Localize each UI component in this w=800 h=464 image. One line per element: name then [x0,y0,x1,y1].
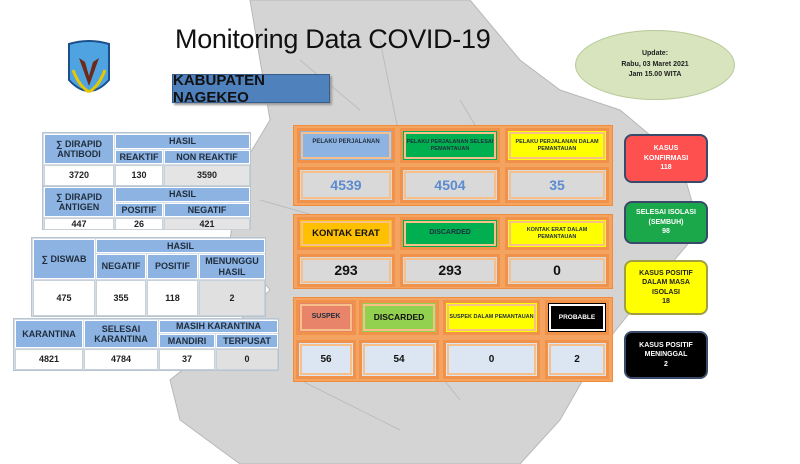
antigen-label: ∑ DIRAPID ANTIGEN [44,187,114,217]
antigen-hasil: HASIL [115,187,250,202]
swab-total: 475 [33,280,95,316]
swab-positif-header: POSITIF [147,254,198,279]
suspek-dalam-value: 0 [443,340,540,379]
antibodi-total: 3720 [44,165,114,186]
karantina-total: 4821 [15,349,83,370]
antibodi-nonreaktif: 3590 [164,165,250,186]
selesai-karantina-value: 4784 [84,349,158,370]
summary-meninggal-label: KASUS POSITIF MENINGGAL [639,341,693,359]
suspek-header: SUSPEK [296,300,356,335]
perjalanan-value: 4539 [297,167,395,203]
summary-isolasi-label: KASUS POSITIF DALAM MASA ISOLASI [639,269,693,296]
swab-menunggu: 2 [199,280,265,316]
antibodi-table: ∑ DIRAPID ANTIBODI HASIL REAKTIF NON REA… [42,132,251,186]
kontak-dalam-header: KONTAK ERAT DALAM PEMANTAUAN [505,217,609,250]
suspek-dalam-header: SUSPEK DALAM PEMANTAUAN [443,300,540,335]
summary-sembuh-value: 98 [662,228,670,236]
antigen-positif-header: POSITIF [115,203,163,217]
swab-hasil: HASIL [96,239,265,253]
summary-meninggal: KASUS POSITIF MENINGGAL 2 [624,331,708,379]
kontak-erat-value: 293 [297,254,395,287]
summary-sembuh: SELESAI ISOLASI (SEMBUH) 98 [624,201,708,244]
kontak-erat-header: KONTAK ERAT [297,217,395,250]
summary-konfirmasi-label: KASUS KONFIRMASI [643,145,689,162]
swab-negatif-header: NEGATIF [96,254,146,279]
antigen-negatif-header: NEGATIF [164,203,250,217]
karantina-table: KARANTINA SELESAI KARANTINA MASIH KARANT… [13,318,279,371]
suspek-value: 56 [296,340,356,379]
probable-value: 2 [545,340,609,379]
swab-negatif: 355 [96,280,146,316]
antigen-positif: 26 [115,218,163,230]
terpusat-value: 0 [216,349,278,370]
suspek-discarded-header: DISCARDED [359,300,439,335]
summary-meninggal-value: 2 [664,360,668,368]
masih-karantina-label: MASIH KARANTINA [159,320,278,333]
antigen-negatif: 421 [164,218,250,230]
perjalanan-header: PELAKU PERJALANAN [297,128,395,163]
kontak-discarded-value: 293 [400,254,500,287]
swab-table: ∑ DISWAB HASIL NEGATIF POSITIF MENUNGGU … [31,237,266,317]
swab-positif: 118 [147,280,198,316]
antibodi-label: ∑ DIRAPID ANTIBODI [44,134,114,164]
perjalanan-dalam-value: 35 [505,167,609,203]
swab-menunggu-header: MENUNGGU HASIL [199,254,265,279]
terpusat-header: TERPUSAT [216,334,278,348]
region-banner: KABUPATEN NAGEKEO [172,72,330,106]
kontak-dalam-value: 0 [505,254,609,287]
karantina-label: KARANTINA [15,320,83,348]
update-time: Jam 15.00 WITA [628,71,682,79]
selesai-karantina-label: SELESAI KARANTINA [84,320,158,348]
antibodi-reaktif-header: REAKTIF [115,150,163,164]
suspek-discarded-value: 54 [359,340,439,379]
perjalanan-dalam-header: PELAKU PERJALANAN DALAM PEMANTAUAN [505,128,609,163]
antibodi-hasil: HASIL [115,134,250,149]
page-title: Monitoring Data COVID-19 [175,24,491,54]
regency-logo [68,40,110,94]
summary-konfirmasi: KASUS KONFIRMASI 118 [624,134,708,183]
summary-konfirmasi-value: 118 [660,164,672,172]
perjalanan-selesai-header: PELAKU PERJALANAN SELESAI PEMANTAUAN [400,128,500,163]
summary-isolasi: KASUS POSITIF DALAM MASA ISOLASI 18 [624,260,708,315]
update-date: Rabu, 03 Maret 2021 [621,60,689,68]
mandiri-header: MANDIRI [159,334,215,348]
update-label: Update: [641,50,669,58]
swab-label: ∑ DISWAB [33,239,95,279]
antibodi-nonreaktif-header: NON REAKTIF [164,150,250,164]
antigen-total: 447 [44,218,114,230]
mandiri-value: 37 [159,349,215,370]
summary-isolasi-value: 18 [662,297,670,305]
update-badge: Update: Rabu, 03 Maret 2021 Jam 15.00 WI… [575,30,735,100]
antibodi-reaktif: 130 [115,165,163,186]
perjalanan-selesai-value: 4504 [400,167,500,203]
probable-header: PROBABLE [545,300,609,335]
antigen-table: ∑ DIRAPID ANTIGEN HASIL POSITIF NEGATIF … [42,186,251,230]
summary-sembuh-label: SELESAI ISOLASI (SEMBUH) [636,209,696,226]
kontak-discarded-header: DISCARDED [400,217,500,250]
